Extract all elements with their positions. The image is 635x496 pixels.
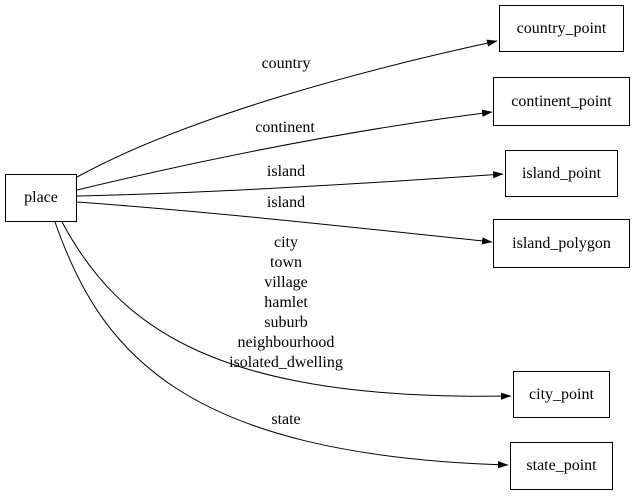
node-state-point: state_point	[510, 442, 613, 490]
node-place: place	[5, 174, 77, 222]
edge-place-city-point	[61, 221, 512, 400]
edge-label-island-polygon: island	[266, 194, 306, 211]
node-country-point: country_point	[499, 5, 624, 52]
edge-label-village: village	[264, 274, 308, 291]
edge-place-island-polygon	[76, 201, 493, 245]
node-island-point: island_point	[505, 150, 618, 197]
edge-label-country: country	[261, 55, 311, 72]
edge-label-continent: continent	[255, 119, 315, 136]
edge-place-state-point	[54, 221, 509, 469]
node-island-polygon: island_polygon	[493, 219, 630, 268]
edge-label-island-point: island	[266, 163, 306, 180]
edge-place-continent-point	[76, 109, 493, 191]
edge-label-suburb: suburb	[264, 314, 308, 331]
edge-label-hamlet: hamlet	[264, 294, 308, 311]
node-continent-point: continent_point	[493, 77, 630, 126]
edge-label-state: state	[271, 411, 301, 428]
edge-label-isolated-dwelling: isolated_dwelling	[229, 354, 343, 371]
edge-label-city-group: city town village hamlet suburb neighbou…	[229, 233, 343, 373]
node-city-point: city_point	[513, 371, 610, 418]
edge-label-town: town	[269, 254, 302, 271]
edge-place-country-point	[76, 39, 498, 178]
edge-label-neighbourhood: neighbourhood	[237, 334, 335, 351]
edge-place-island-point	[76, 171, 504, 197]
edge-label-city: city	[273, 234, 298, 251]
